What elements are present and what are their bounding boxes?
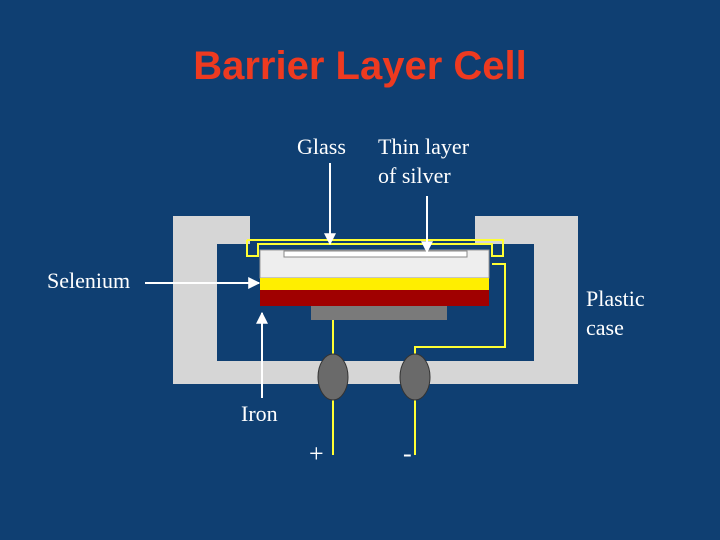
plastic-label-line1: Plastic (586, 286, 645, 311)
iron-plate (260, 290, 489, 306)
top-conductor-wire (246, 239, 504, 257)
iron-label: Iron (241, 401, 278, 426)
plus-label: + (309, 439, 324, 468)
silver-label-line1: Thin layer (378, 134, 470, 159)
plastic-label-line2: case (586, 315, 624, 340)
plastic-case (173, 216, 578, 384)
minus-wire (414, 263, 506, 358)
glass-label: Glass (297, 134, 346, 159)
silver-layer (283, 250, 468, 258)
bottom-contact (311, 306, 447, 320)
plus-terminal (317, 353, 349, 401)
silver-label-line2: of silver (378, 163, 451, 188)
page-title: Barrier Layer Cell (193, 44, 527, 88)
minus-terminal (399, 353, 431, 401)
selenium-label: Selenium (47, 268, 131, 293)
minus-label: - (403, 439, 412, 468)
selenium-layer (260, 278, 489, 290)
